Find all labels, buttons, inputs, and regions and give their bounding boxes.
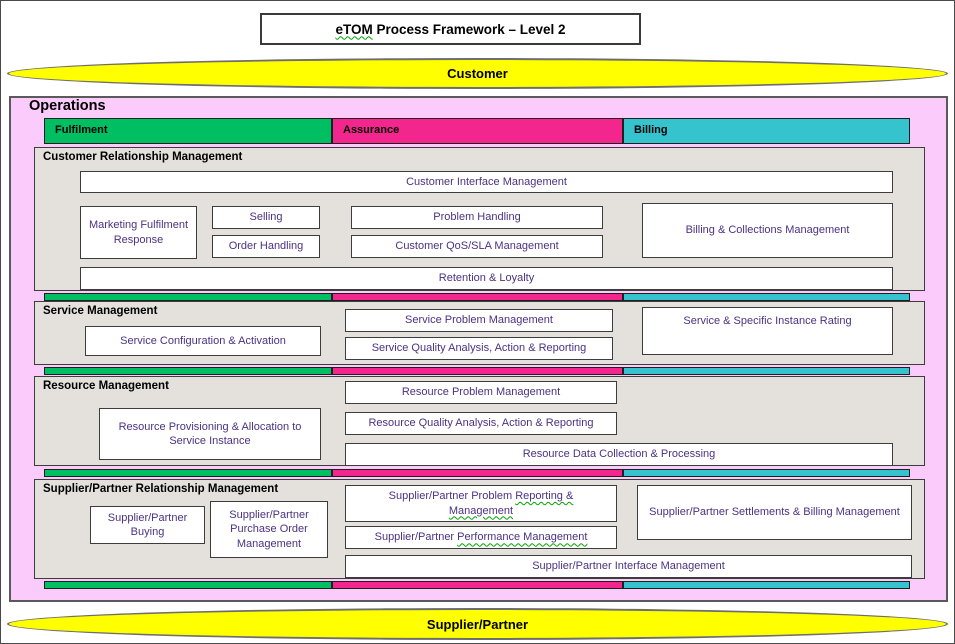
title-word-etom: eTOM — [335, 21, 373, 37]
customer-band-label: Customer — [447, 66, 508, 81]
supplier-partner-band-label: Supplier/Partner — [426, 616, 529, 632]
column-header-assurance: Assurance — [332, 118, 623, 144]
strip-segment-assurance — [332, 293, 623, 301]
box-supplier-partner-problem-reporting: Supplier/Partner Problem Reporting &Mana… — [345, 485, 617, 522]
box-resource-provisioning-allocation: Resource Provisioning & Allocation to Se… — [99, 408, 321, 460]
box-customer-qos-sla-management: Customer QoS/SLA Management — [351, 235, 603, 258]
box-billing-collections-management: Billing & Collections Management — [642, 203, 893, 258]
separator-strip-4 — [44, 581, 910, 589]
box-service-configuration-activation: Service Configuration & Activation — [85, 326, 321, 356]
strip-segment-billing — [623, 581, 910, 589]
box-order-handling: Order Handling — [212, 235, 320, 258]
section-label-crm: Customer Relationship Management — [43, 151, 243, 163]
operations-area: Operations Fulfilment Assurance Billing … — [9, 96, 948, 602]
separator-strip-1 — [44, 293, 910, 301]
strip-segment-fulfilment — [44, 581, 332, 589]
box-selling: Selling — [212, 206, 320, 229]
box-service-specific-instance-rating: Service & Specific Instance Rating — [642, 307, 893, 355]
section-resource-management: Resource Management Resource Provisionin… — [34, 376, 925, 466]
strip-segment-fulfilment — [44, 469, 332, 477]
box-supplier-partner-interface-management: Supplier/Partner Interface Management — [345, 555, 912, 578]
strip-segment-assurance — [332, 581, 623, 589]
sp-problem-squiggle: Reporting & — [515, 490, 574, 503]
box-resource-data-collection: Resource Data Collection & Processing — [345, 443, 893, 466]
section-label-sm: Service Management — [43, 305, 158, 317]
box-supplier-partner-buying: Supplier/Partner Buying — [90, 506, 205, 544]
sp-problem-text: Supplier/Partner Problem Reporting &Mana… — [389, 489, 574, 518]
box-supplier-partner-settlements-billing: Supplier/Partner Settlements & Billing M… — [637, 485, 912, 540]
box-problem-handling: Problem Handling — [351, 206, 603, 229]
strip-segment-fulfilment — [44, 293, 332, 301]
separator-strip-2 — [44, 367, 910, 375]
box-retention-loyalty: Retention & Loyalty — [80, 267, 893, 290]
strip-segment-assurance — [332, 469, 623, 477]
box-resource-quality-analysis: Resource Quality Analysis, Action & Repo… — [345, 412, 617, 435]
sp-performance-prefix: Supplier/Partner — [374, 531, 458, 544]
sp-problem-line2: Management — [448, 504, 514, 517]
box-service-quality-analysis: Service Quality Analysis, Action & Repor… — [345, 337, 613, 360]
column-header-billing: Billing — [623, 118, 910, 144]
box-customer-interface-management: Customer Interface Management — [80, 171, 893, 193]
sp-performance-squiggle: Performance Management — [457, 531, 588, 544]
section-label-rm: Resource Management — [43, 380, 169, 392]
strip-segment-billing — [623, 293, 910, 301]
box-resource-problem-management: Resource Problem Management — [345, 381, 617, 404]
box-supplier-partner-purchase-order: Supplier/Partner Purchase Order Manageme… — [210, 501, 328, 558]
section-label-sprm: Supplier/Partner Relationship Management — [43, 483, 279, 495]
box-service-problem-management: Service Problem Management — [345, 309, 613, 332]
strip-segment-assurance — [332, 367, 623, 375]
sp-problem-prefix: Supplier/Partner Problem — [388, 490, 516, 503]
sp-performance-text: Supplier/Partner Performance Management — [375, 530, 588, 544]
title-text: eTOM Process Framework – Level 2 — [335, 22, 565, 37]
supplier-partner-band: Supplier/Partner — [7, 608, 948, 640]
section-service-management: Service Management Service Configuration… — [34, 301, 925, 365]
diagram-title: eTOM Process Framework – Level 2 — [260, 13, 641, 45]
title-rest: Process Framework – Level 2 — [372, 21, 566, 37]
separator-strip-3 — [44, 469, 910, 477]
strip-segment-fulfilment — [44, 367, 332, 375]
column-header-fulfilment: Fulfilment — [44, 118, 332, 144]
customer-band: Customer — [7, 58, 948, 89]
strip-segment-billing — [623, 367, 910, 375]
strip-segment-billing — [623, 469, 910, 477]
section-supplier-partner-relationship-management: Supplier/Partner Relationship Management… — [34, 479, 925, 579]
operations-label: Operations — [29, 98, 106, 114]
box-marketing-fulfilment-response: Marketing Fulfilment Response — [80, 206, 197, 259]
box-supplier-partner-performance-management: Supplier/Partner Performance Management — [345, 526, 617, 549]
section-customer-relationship-management: Customer Relationship Management Custome… — [34, 147, 925, 291]
